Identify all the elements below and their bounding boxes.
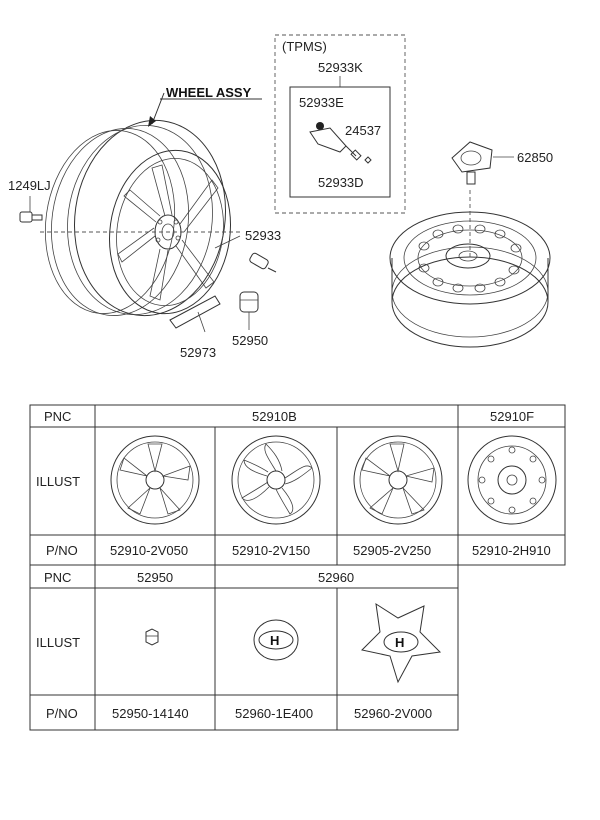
center-cap-62850-illustration: [451, 141, 493, 185]
nut-thumbnail-14140: [145, 628, 159, 646]
tpms-label: (TPMS): [282, 39, 327, 54]
wheel-thumbnail-2v150: [231, 435, 321, 525]
wheel-thumbnail-2v250: [353, 435, 443, 525]
part-number-52905-2v250: 52905-2V250: [353, 543, 431, 558]
part-label-52973: 52973: [180, 345, 216, 360]
wheel-assy-arrowhead: [148, 116, 156, 127]
table2-pno-label: P/NO: [46, 706, 78, 721]
part-label-52933d: 52933D: [318, 175, 364, 190]
svg-text:H: H: [270, 633, 279, 648]
table1-illust-label: ILLUST: [36, 474, 80, 489]
tpms-sensor-illustration: [309, 122, 372, 164]
wheel-assy-label: WHEEL ASSY: [166, 85, 252, 100]
center-cap-thumbnail-1e400: H: [253, 619, 299, 661]
table1-pnc-52910f: 52910F: [490, 409, 534, 424]
part-number-52910-2v150: 52910-2V150: [232, 543, 310, 558]
table1-pno-label: P/NO: [46, 543, 78, 558]
part-number-52910-2h910: 52910-2H910: [472, 543, 551, 558]
alloy-wheel-assembly-illustration: [40, 119, 240, 317]
center-cap-thumbnail-2v000: H: [360, 602, 442, 684]
wheel-parts-table: PNC 52910B 52910F ILLUST P/NO 52910-2V05…: [29, 404, 566, 566]
wheel-thumbnail-2h910: [467, 435, 557, 525]
wheel-thumbnail-2v050: [110, 435, 200, 525]
wheel-assy-leader: [151, 92, 165, 125]
tpms-inner-box: [289, 86, 391, 198]
nut-52950-illustration: [239, 291, 259, 313]
table1-pnc-52910b: 52910B: [252, 409, 297, 424]
table2-illust-label: ILLUST: [36, 635, 80, 650]
part-number-52910-2v050: 52910-2V050: [110, 543, 188, 558]
table2-pnc-52960: 52960: [318, 570, 354, 585]
part-label-1249lj: 1249LJ: [8, 178, 51, 193]
tpms-group-box: [274, 34, 406, 214]
part-label-62850: 62850: [517, 150, 553, 165]
bolt-1249lj-illustration: [19, 211, 43, 223]
table2-pnc-52950: 52950: [137, 570, 173, 585]
part-number-52950-14140: 52950-14140: [112, 706, 189, 721]
part-label-52933: 52933: [245, 228, 281, 243]
part-number-52960-2v000: 52960-2V000: [354, 706, 432, 721]
part-number-52960-1e400: 52960-1E400: [235, 706, 313, 721]
part-label-24537: 24537: [345, 123, 381, 138]
part-label-52933e: 52933E: [299, 95, 344, 110]
table2-pnc-label: PNC: [44, 570, 71, 585]
part-label-52950: 52950: [232, 333, 268, 348]
svg-text:H: H: [395, 635, 404, 650]
valve-52933-illustration: [249, 252, 277, 273]
cap-parts-table: PNC 52950 52960 ILLUST P/NO 52950-14140 …: [29, 564, 459, 731]
table1-pnc-label: PNC: [44, 409, 71, 424]
part-label-52933k: 52933K: [318, 60, 363, 75]
weight-52973-illustration: [169, 295, 221, 329]
